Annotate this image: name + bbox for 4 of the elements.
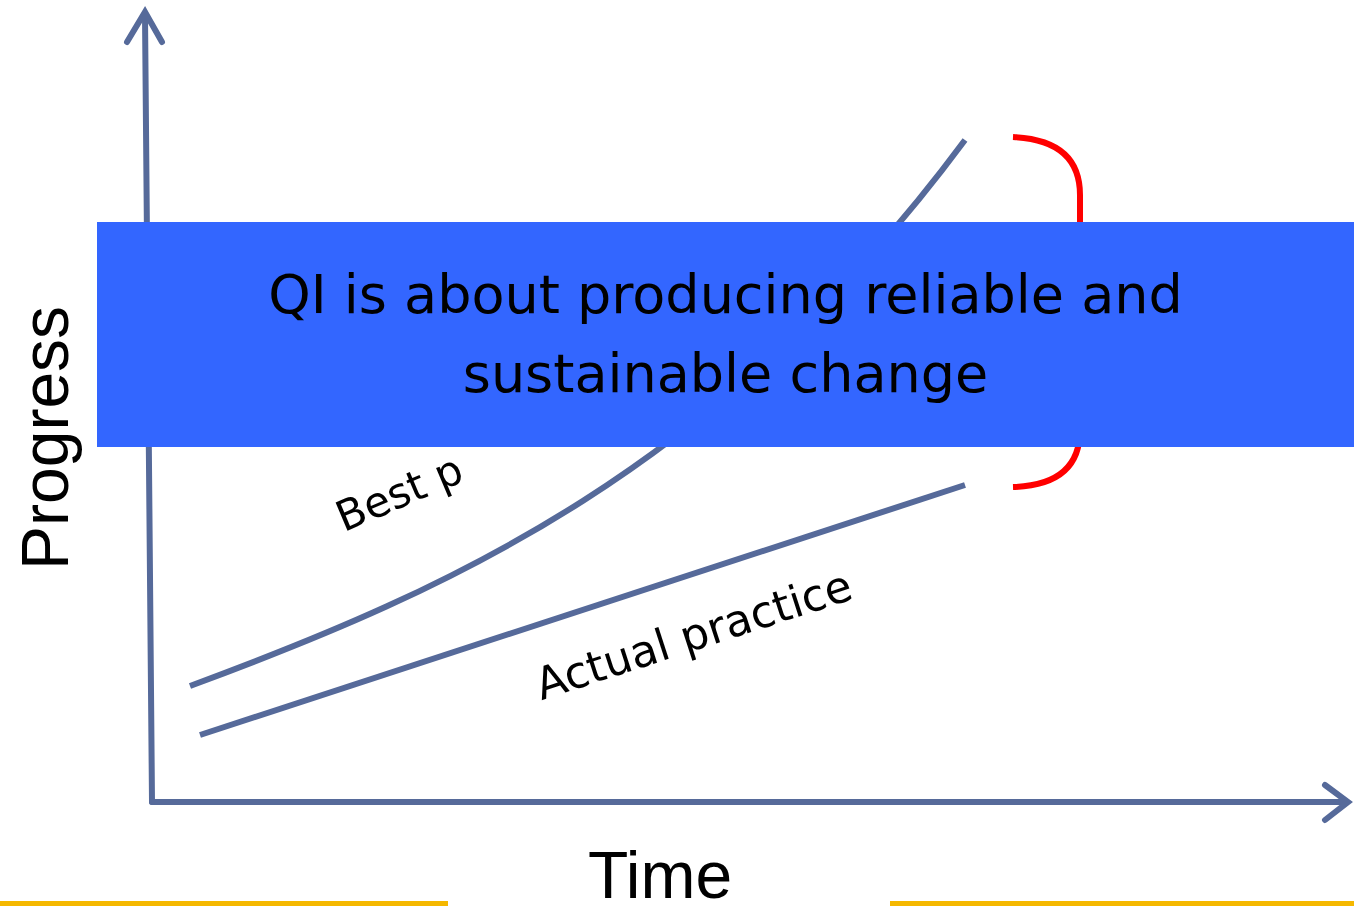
headline-text: QI is about producing reliable and sustainable change (267, 262, 1184, 407)
curve-label: Best p (330, 448, 469, 539)
headline-banner (97, 222, 1354, 447)
axis-title: Time (588, 842, 733, 907)
